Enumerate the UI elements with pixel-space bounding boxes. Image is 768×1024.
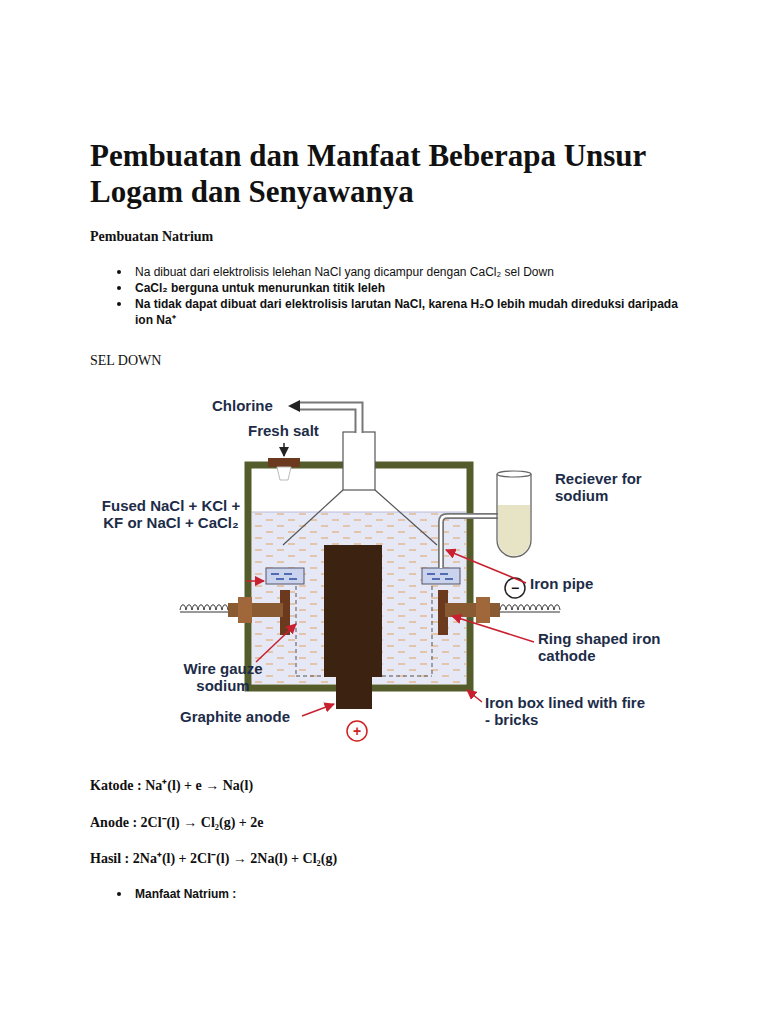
- graphite-anode: [324, 545, 382, 677]
- gauze-sodium: [271, 574, 453, 579]
- wire: [500, 612, 560, 613]
- leader-arrow: [467, 690, 482, 702]
- bullet-dot: [117, 892, 121, 896]
- part-label: Graphite anode: [180, 708, 300, 725]
- wire-coil: [500, 605, 560, 610]
- receiver-rim: [497, 471, 531, 477]
- terminal-right: [476, 597, 490, 623]
- part-label: Iron pipe: [530, 575, 630, 592]
- cathode-rod-left: [228, 603, 283, 617]
- wire-gauze-right: [422, 568, 460, 584]
- salt-inlet: [268, 458, 300, 467]
- cathode-rod-right: [445, 603, 500, 617]
- wire-coil: [180, 605, 228, 610]
- bullet-text: Na dibuat dari elektrolisis lelehan NaCl…: [135, 264, 695, 280]
- equation: Hasil : 2Na⁺(l) + 2Cl⁻(l) → 2Na(l) + Cl₂…: [90, 850, 690, 867]
- leader-arrow: [302, 704, 334, 716]
- part-label: Fresh salt: [248, 422, 348, 439]
- hood-right: [375, 490, 437, 545]
- polarity-sign: −: [506, 579, 524, 597]
- part-label: Reciever for sodium: [555, 470, 665, 504]
- leader-arrow: [452, 616, 534, 642]
- bullet-dot: [117, 270, 121, 274]
- wire-gauze-left: [266, 568, 304, 584]
- leader-arrow: [446, 550, 526, 583]
- part-label: Chlorine: [212, 397, 287, 414]
- part-label: Ring shaped iron cathode: [538, 630, 663, 664]
- wire-coils: [180, 605, 560, 612]
- chlorine-arrow: [288, 400, 300, 412]
- polarity-sign: +: [348, 722, 366, 740]
- salt-arrow: [283, 443, 285, 456]
- iron-box: [248, 465, 470, 688]
- equation: Anode : 2Cl⁻(l) → Cl₂(g) + 2e: [90, 814, 690, 831]
- receiver-tube: [497, 474, 531, 557]
- part-label: Iron box lined with fire - bricks: [485, 694, 645, 728]
- bullet-text: Manfaat Natrium :: [135, 886, 435, 902]
- page-title: Pembuatan dan Manfaat Beberapa Unsur Log…: [90, 138, 680, 210]
- liquid-sodium: [498, 505, 530, 556]
- chlorine-tube: [343, 432, 375, 490]
- bullet-dot: [117, 286, 121, 290]
- part-label: Fused NaCl + KCl + KF or NaCl + CaCl₂: [100, 497, 242, 531]
- molten-salt: [252, 512, 466, 684]
- plus-circle: [347, 721, 367, 741]
- melt-surface: [252, 512, 466, 513]
- bullet-dot: [117, 302, 121, 306]
- hood-left: [283, 490, 343, 545]
- guide-line: [432, 586, 433, 676]
- equation: Katode : Na⁺(l) + e → Na(l): [90, 777, 690, 794]
- wire: [180, 612, 228, 613]
- salt-funnel: [277, 467, 291, 480]
- figure-heading: SEL DOWN: [90, 352, 290, 369]
- bullet-text: Na tidak dapat dibuat dari elektrolisis …: [135, 296, 683, 328]
- part-label: Wire gauze sodium: [168, 660, 278, 694]
- guide-line: [296, 586, 297, 676]
- guide-line: [382, 676, 432, 677]
- guide-line: [296, 676, 324, 677]
- anode-stem: [336, 677, 372, 709]
- section-heading: Pembuatan Natrium: [90, 228, 390, 245]
- leader-arrow: [246, 580, 264, 582]
- bullet-text: CaCl₂ berguna untuk menurunkan titik lel…: [135, 280, 695, 296]
- leader-arrow: [256, 624, 296, 662]
- terminal-left: [238, 597, 252, 623]
